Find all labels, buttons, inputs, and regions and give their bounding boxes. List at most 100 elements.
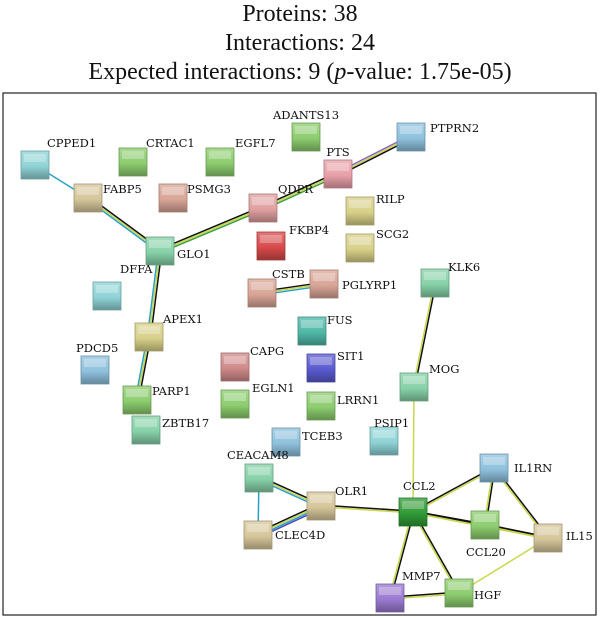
node-box[interactable] (398, 497, 428, 527)
node-gloss (295, 126, 317, 134)
node-gloss (126, 389, 148, 397)
node-ccl2[interactable]: CCL2 (398, 479, 436, 527)
node-gloss (224, 393, 246, 401)
node-box[interactable] (20, 150, 50, 180)
node-scg2[interactable]: SCG2 (345, 227, 409, 263)
node-box[interactable] (291, 122, 321, 152)
node-box[interactable] (248, 193, 278, 223)
node-glo1[interactable]: GLO1 (145, 236, 211, 266)
node-cpped1[interactable]: CPPED1 (20, 136, 96, 180)
node-egfl7[interactable]: EGFL7 (205, 136, 276, 177)
node-gloss (138, 326, 160, 334)
network-stats-header: Proteins: 38 Interactions: 24 Expected i… (0, 0, 600, 87)
node-label: CAPG (250, 344, 284, 358)
node-box[interactable] (396, 122, 426, 152)
node-label: CPPED1 (47, 136, 96, 150)
node-pts[interactable]: PTS (323, 145, 353, 189)
node-label: QDPR (278, 182, 313, 196)
node-cstb[interactable]: CSTB (247, 267, 305, 308)
node-psip1[interactable]: PSIP1 (369, 416, 409, 456)
node-label: KLK6 (448, 260, 480, 274)
node-egln1[interactable]: EGLN1 (220, 381, 295, 419)
node-olr1[interactable]: OLR1 (306, 484, 368, 521)
node-box[interactable] (145, 236, 175, 266)
node-box[interactable] (345, 233, 375, 263)
node-fabp5[interactable]: FABP5 (73, 182, 142, 213)
node-box[interactable] (479, 453, 509, 483)
edge-strand (412, 282, 435, 387)
node-klk6[interactable]: KLK6 (420, 260, 480, 298)
node-gloss (400, 126, 422, 134)
node-ceacam8[interactable]: CEACAM8 (227, 448, 289, 493)
node-apex1[interactable]: APEX1 (134, 312, 203, 352)
node-sit1[interactable]: SIT1 (306, 349, 364, 383)
node-il15[interactable]: IL15 (533, 523, 593, 553)
node-label: FABP5 (103, 182, 142, 196)
node-zbtb17[interactable]: ZBTB17 (131, 415, 209, 445)
node-box[interactable] (158, 183, 188, 213)
node-qdpr[interactable]: QDPR (248, 182, 313, 223)
node-il1rn[interactable]: IL1RN (479, 453, 552, 483)
node-box[interactable] (399, 372, 429, 402)
node-box[interactable] (256, 231, 286, 261)
node-ptprn2[interactable]: PTPRN2 (396, 121, 479, 152)
node-box[interactable] (243, 520, 273, 550)
node-adants13[interactable]: ADANTS13 (272, 108, 339, 152)
node-label: PSMG3 (187, 182, 231, 196)
node-box[interactable] (444, 578, 474, 608)
node-box[interactable] (375, 583, 405, 613)
node-gloss (448, 582, 470, 590)
node-dffa[interactable]: DFFA (92, 262, 153, 311)
node-box[interactable] (134, 322, 164, 352)
node-lrrn1[interactable]: LRRN1 (306, 391, 379, 421)
node-box[interactable] (271, 427, 301, 457)
node-box[interactable] (470, 510, 500, 540)
node-box[interactable] (122, 385, 152, 415)
node-box[interactable] (73, 183, 103, 213)
node-gloss (313, 273, 335, 281)
node-gloss (379, 587, 401, 595)
node-box[interactable] (306, 491, 336, 521)
node-clec4d[interactable]: CLEC4D (243, 520, 325, 550)
node-gloss (122, 151, 144, 159)
node-box[interactable] (92, 281, 122, 311)
node-box[interactable] (205, 147, 235, 177)
node-pglyrp1[interactable]: PGLYRP1 (309, 269, 397, 299)
node-box[interactable] (244, 463, 274, 493)
node-mmp7[interactable]: MMP7 (375, 569, 441, 613)
node-box[interactable] (309, 269, 339, 299)
node-pdcd5[interactable]: PDCD5 (76, 341, 118, 385)
node-box[interactable] (306, 353, 336, 383)
node-box[interactable] (323, 159, 353, 189)
node-hgf[interactable]: HGF (444, 578, 501, 608)
node-tceb3[interactable]: TCEB3 (271, 427, 343, 457)
node-fus[interactable]: FUS (297, 313, 353, 346)
node-box[interactable] (369, 426, 399, 456)
node-parp1[interactable]: PARP1 (122, 384, 191, 415)
node-box[interactable] (345, 196, 375, 226)
node-box[interactable] (297, 316, 327, 346)
expected-suffix: -value: 1.75e-05) (346, 59, 512, 85)
node-gloss (403, 376, 425, 384)
node-box[interactable] (220, 389, 250, 419)
node-box[interactable] (220, 352, 250, 382)
node-gloss (424, 272, 446, 280)
node-gloss (310, 357, 332, 365)
node-psmg3[interactable]: PSMG3 (158, 182, 231, 213)
node-mog[interactable]: MOG (399, 362, 459, 402)
node-box[interactable] (306, 391, 336, 421)
node-label: IL1RN (514, 461, 552, 475)
node-crtac1[interactable]: CRTAC1 (118, 136, 195, 177)
node-label: ZBTB17 (162, 416, 209, 430)
node-ccl20[interactable]: CCL20 (466, 510, 506, 559)
node-capg[interactable]: CAPG (220, 344, 284, 382)
node-box[interactable] (420, 268, 450, 298)
node-box[interactable] (247, 278, 277, 308)
node-box[interactable] (118, 147, 148, 177)
node-fkbp4[interactable]: FKBP4 (256, 223, 329, 261)
node-box[interactable] (131, 415, 161, 445)
node-rilp[interactable]: RILP (345, 192, 405, 226)
node-gloss (252, 197, 274, 205)
node-box[interactable] (533, 523, 563, 553)
node-box[interactable] (80, 355, 110, 385)
